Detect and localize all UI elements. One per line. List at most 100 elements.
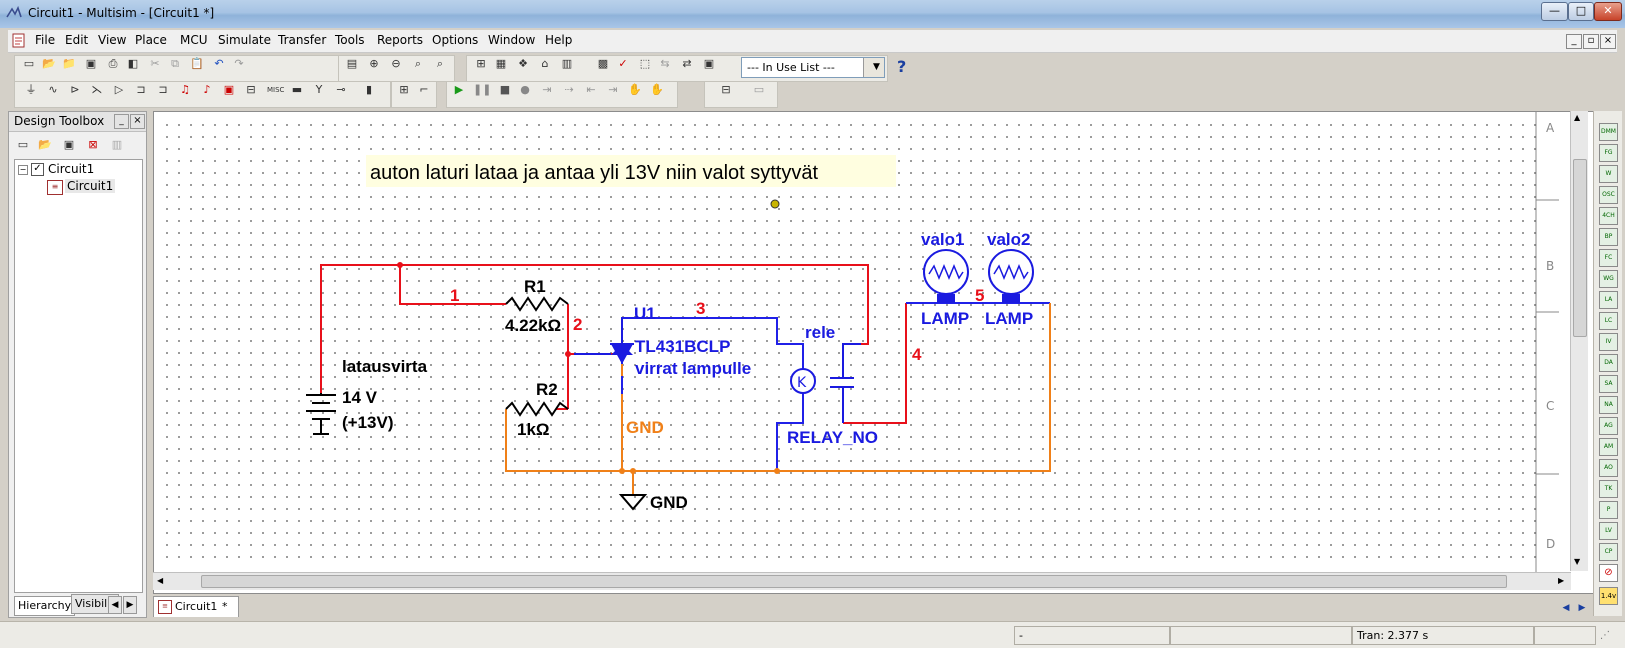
misc-digital-icon[interactable]: ♫ (180, 83, 190, 96)
mcu-icon[interactable]: ▮ (365, 83, 373, 96)
ultiboard-icon[interactable]: ▣ (703, 57, 715, 70)
multimeter-icon[interactable]: DMM (1599, 123, 1618, 141)
logic-analyzer-icon[interactable]: LA (1599, 291, 1618, 309)
mdi-restore-button[interactable]: ▫ (1583, 34, 1599, 49)
hierarchical-block-icon[interactable]: ⊞ (399, 83, 409, 96)
tektronix-oscilloscope-icon[interactable]: TK (1599, 480, 1618, 498)
interactive-simulation-icon[interactable]: ⊟ (721, 83, 731, 96)
spreadsheet-icon[interactable]: ▦ (495, 57, 507, 70)
doc-tab-prev-icon[interactable]: ◀ (1562, 603, 1570, 613)
scroll-right-icon[interactable]: ▶ (1558, 576, 1565, 585)
peripherals-icon[interactable]: ▬ (291, 83, 303, 96)
horizontal-scrollbar[interactable]: ◀ ▶ (153, 572, 1571, 590)
scroll-up-icon[interactable]: ▲ (1574, 113, 1581, 122)
word-generator-icon[interactable]: WG (1599, 270, 1618, 288)
checkbox-icon[interactable]: ✓ (31, 163, 44, 176)
paste-icon[interactable]: 📋 (190, 57, 204, 70)
battery-v1[interactable] (306, 393, 336, 435)
scroll-down-icon[interactable]: ▼ (1574, 557, 1581, 566)
toolbox-minimize-button[interactable]: _ (114, 114, 129, 129)
distortion-analyzer-icon[interactable]: DA (1599, 354, 1618, 372)
power-icon[interactable]: ⊟ (246, 83, 256, 96)
probe-settings-icon[interactable]: ⊘ (1599, 564, 1618, 582)
source-icon[interactable]: ⏚ (25, 83, 37, 96)
print-preview-icon[interactable]: ◧ (127, 57, 139, 70)
open-samples-icon[interactable]: 📁 (62, 57, 76, 70)
erc-icon[interactable]: ✓ (618, 57, 628, 70)
relay-contact[interactable] (830, 343, 861, 423)
mdi-minimize-button[interactable]: _ (1566, 34, 1582, 49)
vertical-scrollbar[interactable]: ▲ ▼ (1570, 111, 1588, 571)
remove-breakpoints-icon[interactable]: ✋ (650, 83, 664, 96)
frequency-counter-icon[interactable]: FC (1599, 249, 1618, 267)
stop-icon[interactable]: ■ (499, 83, 511, 96)
ttl-icon[interactable]: ⊐ (136, 83, 146, 96)
close-button[interactable]: ✕ (1594, 2, 1622, 21)
oscilloscope-icon[interactable]: OSC (1599, 186, 1618, 204)
tab-next-icon[interactable]: ▶ (123, 596, 137, 614)
basic-icon[interactable]: ∿ (48, 83, 58, 96)
fullscreen-icon[interactable]: ▤ (346, 57, 358, 70)
new-icon[interactable]: ▭ (23, 57, 35, 70)
agilent-generator-icon[interactable]: AG (1599, 417, 1618, 435)
four-channel-oscilloscope-icon[interactable]: 4CH (1599, 207, 1618, 225)
zoom-out-icon[interactable]: ⊖ (391, 57, 401, 70)
menu-view[interactable]: View (98, 33, 127, 47)
resistor-r1[interactable] (505, 296, 569, 312)
menu-help[interactable]: Help (545, 33, 573, 47)
logic-converter-icon[interactable]: LC (1599, 312, 1618, 330)
zoom-area-icon[interactable]: ⌕ (414, 57, 422, 70)
help-button[interactable]: ? (897, 57, 907, 76)
bus-icon[interactable]: ⌐ (419, 83, 429, 96)
toolbox-close-button[interactable]: × (130, 114, 145, 129)
redo-icon[interactable]: ↷ (234, 57, 244, 70)
cut-icon[interactable]: ✂ (150, 57, 160, 70)
text-note-box[interactable] (366, 155, 896, 187)
title-bar[interactable]: Circuit1 - Multisim - [Circuit1 *] — □ ✕ (0, 0, 1625, 28)
open-icon[interactable]: 📂 (42, 57, 56, 70)
voltage-probe-icon[interactable]: 1.4v (1599, 587, 1618, 605)
measurement-probe-icon[interactable]: P (1599, 501, 1618, 519)
component-wizard-icon[interactable]: ⌂ (541, 57, 549, 70)
menu-window[interactable]: Window (488, 33, 536, 47)
hierarchy-icon[interactable]: ⊞ (476, 57, 486, 70)
chevron-down-icon[interactable]: ▼ (863, 58, 884, 77)
schematic-canvas[interactable]: A B C D auton laturi lataa ja antaa yli … (153, 111, 1595, 594)
scroll-left-icon[interactable]: ◀ (157, 576, 164, 585)
copy-icon[interactable]: ⧉ (171, 57, 179, 70)
tree-child-label[interactable]: Circuit1 (65, 179, 116, 193)
pause-at-breakpoint-icon[interactable]: ● (520, 83, 530, 96)
in-use-list-select[interactable]: --- In Use List --- ▼ (741, 57, 885, 78)
tab-circuit1[interactable]: ≡ Circuit1 * (153, 596, 239, 617)
analog-icon[interactable]: ▷ (114, 83, 124, 96)
mixed-icon[interactable]: ♪ (203, 83, 211, 96)
new-design-icon[interactable]: ▭ (17, 138, 29, 151)
save-design-icon[interactable]: ▣ (63, 138, 75, 151)
ground-symbol[interactable] (618, 494, 648, 511)
tree-root-label[interactable]: Circuit1 (48, 162, 95, 176)
save-icon[interactable]: ▣ (85, 57, 97, 70)
close-design-icon[interactable]: ⊠ (88, 138, 98, 151)
resize-grip-icon[interactable]: ⋰ (1600, 630, 1610, 641)
indicator-icon[interactable]: ▣ (223, 83, 235, 96)
schematic-svg[interactable]: A B C D auton laturi lataa ja antaa yli … (154, 112, 1572, 573)
current-probe-icon[interactable]: CP (1599, 543, 1618, 561)
run-icon[interactable]: ▶ (454, 83, 464, 96)
menu-edit[interactable]: Edit (65, 33, 89, 47)
menu-mcu[interactable]: MCU (180, 33, 208, 47)
step-out-icon[interactable]: ⇤ (586, 83, 596, 96)
iv-analyzer-icon[interactable]: IV (1599, 333, 1618, 351)
lamp-valo2[interactable] (988, 249, 1034, 303)
menu-tools[interactable]: Tools (335, 33, 365, 47)
collapse-icon[interactable]: − (18, 165, 28, 175)
zoom-fit-icon[interactable]: ⌕ (436, 57, 444, 70)
wattmeter-icon[interactable]: W (1599, 165, 1618, 183)
menu-options[interactable]: Options (432, 33, 479, 47)
diode-icon[interactable]: ⊳ (70, 83, 80, 96)
menu-place[interactable]: Place (135, 33, 167, 47)
bode-plotter-icon[interactable]: BP (1599, 228, 1618, 246)
print-icon[interactable]: ⎙ (108, 57, 118, 70)
run-to-cursor-icon[interactable]: ⇥ (608, 83, 618, 96)
tab-prev-icon[interactable]: ◀ (108, 596, 122, 614)
open-design-icon[interactable]: 📂 (38, 138, 52, 151)
